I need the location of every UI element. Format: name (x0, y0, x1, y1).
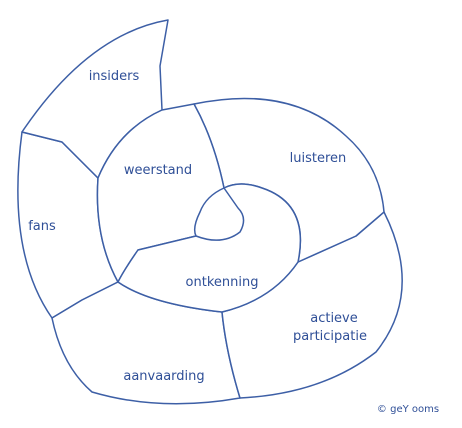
label-luisteren: luisteren (290, 151, 347, 166)
label-ontkenning: ontkenning (186, 275, 259, 290)
label-participatie: participatie (293, 329, 367, 344)
segment-ontkenning (117, 183, 302, 313)
credit-text: © geY ooms (377, 404, 439, 415)
label-fans: fans (28, 219, 56, 234)
segment-weerstand (96, 103, 225, 283)
label-aanvaarding: aanvaarding (123, 369, 204, 384)
label-insiders: insiders (89, 69, 140, 84)
label-actieve: actieve (310, 311, 358, 326)
label-weerstand: weerstand (124, 163, 192, 178)
